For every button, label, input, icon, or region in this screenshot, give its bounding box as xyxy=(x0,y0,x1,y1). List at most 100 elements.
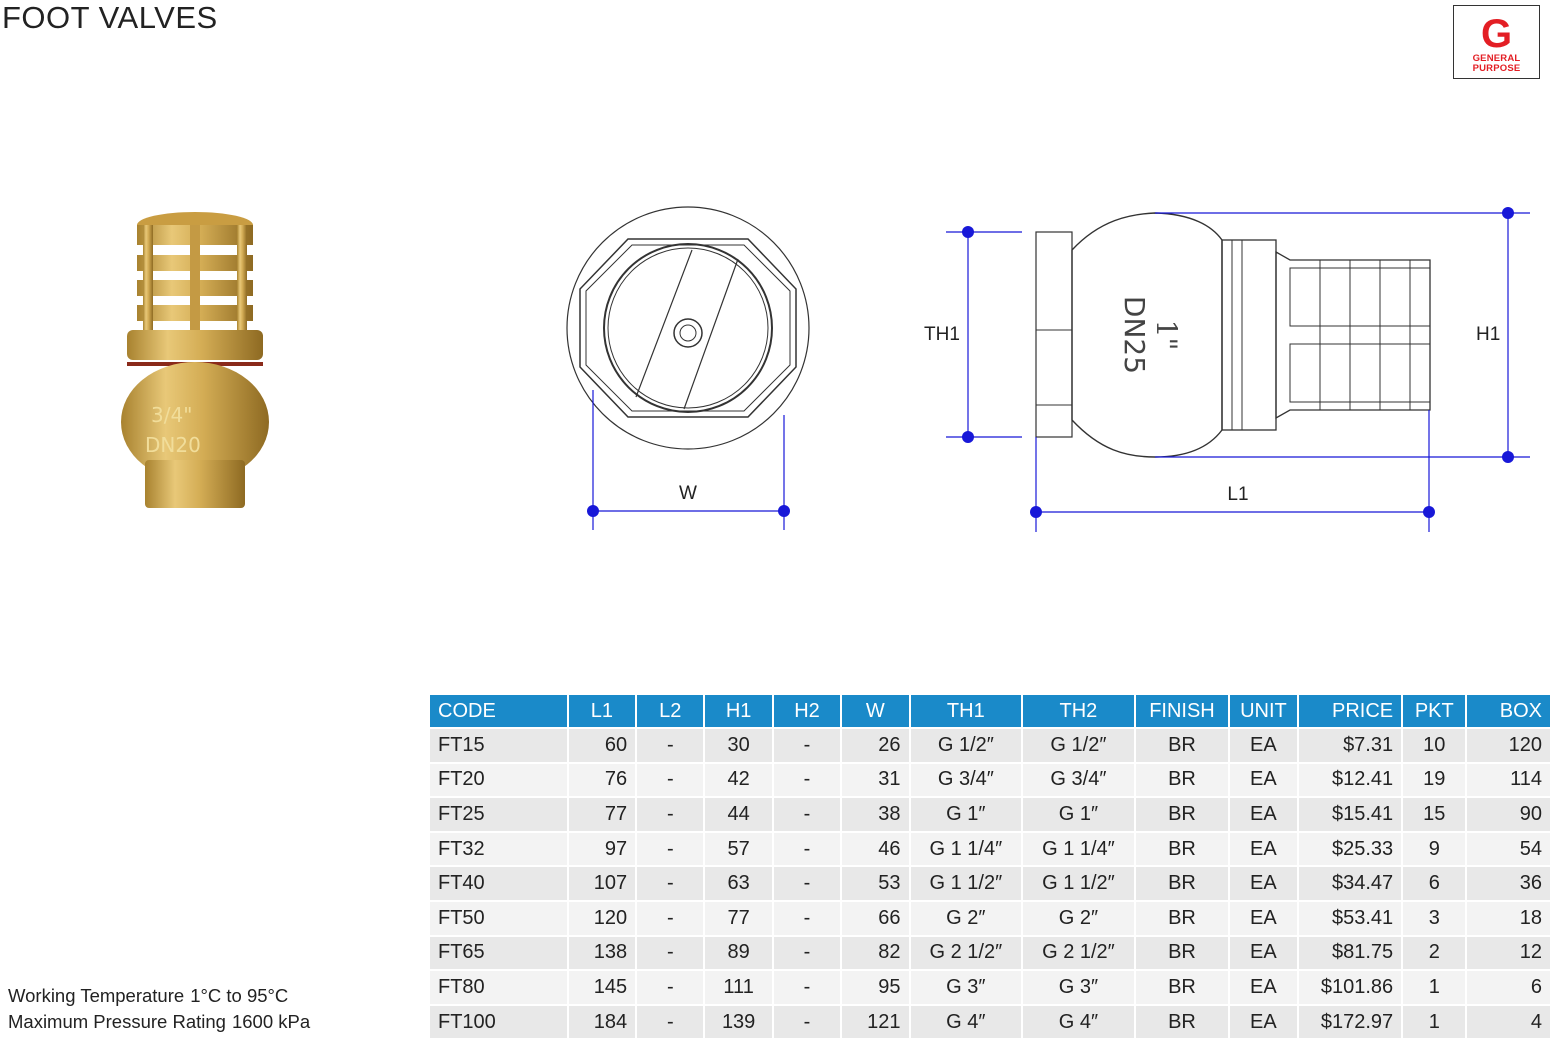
cell-l2: - xyxy=(637,1005,704,1041)
cell-l1: 138 xyxy=(568,936,636,972)
cell-h1: 139 xyxy=(705,1005,772,1041)
cell-code: FT40 xyxy=(430,867,567,902)
cell-unit: EA xyxy=(1230,729,1297,764)
table-header-row: CODE L1 L2 H1 H2 W TH1 TH2 FINISH UNIT P… xyxy=(430,695,1550,729)
cell-price: $172.97 xyxy=(1298,1005,1402,1041)
cell-l2: - xyxy=(637,867,704,902)
cell-code: FT25 xyxy=(430,798,567,833)
header-code: CODE xyxy=(430,695,567,729)
page-title: FOOT VALVES xyxy=(2,0,218,35)
cell-h1: 111 xyxy=(705,971,772,1006)
cell-box: 90 xyxy=(1467,798,1550,833)
cell-l1: 97 xyxy=(568,832,636,868)
cell-l1: 76 xyxy=(568,763,636,799)
header-th1: TH1 xyxy=(910,695,1022,729)
cell-th2: G 4″ xyxy=(1023,1005,1134,1041)
cell-unit: EA xyxy=(1230,763,1297,799)
cell-w: 82 xyxy=(842,936,909,972)
cell-h2: - xyxy=(773,729,841,764)
cell-h2: - xyxy=(773,798,841,833)
header-box: BOX xyxy=(1467,695,1550,729)
cell-l2: - xyxy=(637,971,704,1006)
cell-th1: G 3″ xyxy=(910,971,1022,1006)
cell-l1: 60 xyxy=(568,729,636,764)
cell-w: 31 xyxy=(842,763,909,799)
cell-w: 46 xyxy=(842,832,909,868)
cell-code: FT80 xyxy=(430,971,567,1006)
cell-finish: BR xyxy=(1135,1005,1229,1041)
cell-h2: - xyxy=(773,936,841,972)
cell-th1: G 4″ xyxy=(910,1005,1022,1041)
cell-box: 54 xyxy=(1467,832,1550,868)
cell-unit: EA xyxy=(1230,832,1297,868)
cell-price: $53.41 xyxy=(1298,901,1402,937)
cell-price: $15.41 xyxy=(1298,798,1402,833)
cell-w: 66 xyxy=(842,901,909,937)
cell-price: $101.86 xyxy=(1298,971,1402,1006)
header-unit: UNIT xyxy=(1230,695,1297,729)
spec-pressure-label: Maximum Pressure Rating xyxy=(8,1011,226,1032)
header-l1: L1 xyxy=(568,695,636,729)
cell-l1: 77 xyxy=(568,798,636,833)
cell-l2: - xyxy=(637,901,704,937)
cell-code: FT100 xyxy=(430,1005,567,1041)
cell-finish: BR xyxy=(1135,971,1229,1006)
dimension-th1-label: TH1 xyxy=(924,324,960,345)
cell-finish: BR xyxy=(1135,798,1229,833)
cell-l2: - xyxy=(637,832,704,868)
cell-box: 120 xyxy=(1467,729,1550,764)
front-view-drawing: W xyxy=(566,206,810,530)
header-h1: H1 xyxy=(705,695,772,729)
cell-pkt: 10 xyxy=(1403,729,1466,764)
cell-l1: 107 xyxy=(568,867,636,902)
cell-box: 12 xyxy=(1467,936,1550,972)
cell-finish: BR xyxy=(1135,901,1229,937)
header-l2: L2 xyxy=(637,695,704,729)
diagram-engraving-top: 1" xyxy=(1150,320,1183,351)
cell-h1: 44 xyxy=(705,798,772,833)
cell-th2: G 3/4″ xyxy=(1023,763,1134,799)
cell-th1: G 1 1/4″ xyxy=(910,832,1022,868)
header-price: PRICE xyxy=(1298,695,1402,729)
cell-code: FT20 xyxy=(430,763,567,799)
cell-h1: 42 xyxy=(705,763,772,799)
cell-pkt: 3 xyxy=(1403,901,1466,937)
header-w: W xyxy=(842,695,909,729)
header-th2: TH2 xyxy=(1023,695,1134,729)
cell-pkt: 1 xyxy=(1403,971,1466,1006)
dimension-w-label: W xyxy=(679,483,697,504)
cell-price: $81.75 xyxy=(1298,936,1402,972)
cell-price: $12.41 xyxy=(1298,763,1402,799)
cell-w: 53 xyxy=(842,867,909,902)
cell-h1: 77 xyxy=(705,901,772,937)
cell-unit: EA xyxy=(1230,798,1297,833)
cell-w: 38 xyxy=(842,798,909,833)
cell-finish: BR xyxy=(1135,763,1229,799)
cell-th1: G 2″ xyxy=(910,901,1022,937)
cell-h1: 89 xyxy=(705,936,772,972)
cell-code: FT15 xyxy=(430,729,567,764)
diagram-engraving-bottom: DN25 xyxy=(1118,296,1151,374)
cell-pkt: 19 xyxy=(1403,763,1466,799)
cell-box: 18 xyxy=(1467,901,1550,937)
cell-box: 114 xyxy=(1467,763,1550,799)
cell-l1: 145 xyxy=(568,971,636,1006)
cell-pkt: 15 xyxy=(1403,798,1466,833)
cell-box: 4 xyxy=(1467,1005,1550,1041)
photo-engraving-top: 3/4" xyxy=(151,403,192,427)
cell-w: 26 xyxy=(842,729,909,764)
cell-w: 95 xyxy=(842,971,909,1006)
cell-finish: BR xyxy=(1135,832,1229,868)
cell-l2: - xyxy=(637,763,704,799)
cell-pkt: 2 xyxy=(1403,936,1466,972)
